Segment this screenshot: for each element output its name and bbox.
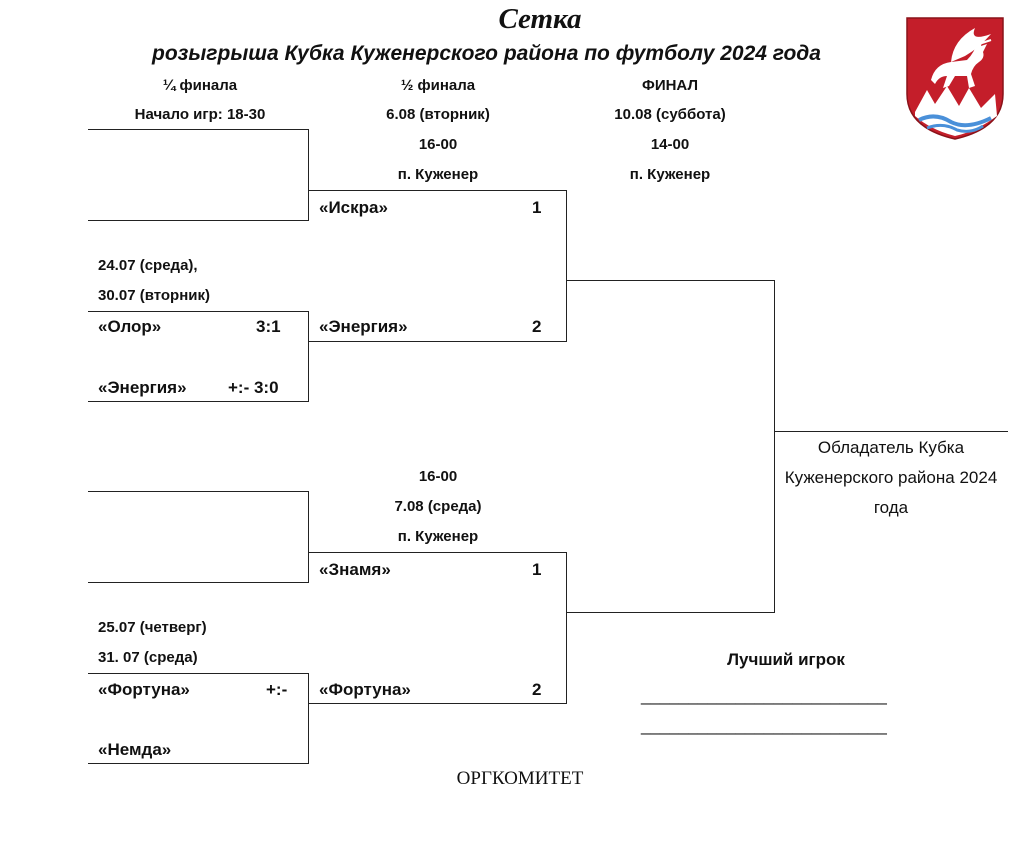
semi-bottom-team-1: «Знамя» [319,560,391,579]
quarterfinal-label: ¼ финала [162,77,238,94]
semi-bottom-time: 16-00 [418,468,458,485]
qf-bottom-date-1: 25.07 (четверг) [98,619,207,636]
coat-of-arms-icon [905,16,1005,141]
organizing-committee-label: ОРГКОМИТЕТ [456,768,584,789]
qf-bottom-score-1: +:- [266,680,288,699]
qf-top-team-2: «Энергия» [98,378,187,397]
qf-bottom-team-1: «Фортуна» [98,680,190,699]
semi-top-team-2: «Энергия» [319,317,408,336]
best-player-blank-line-1: __________________________ [641,686,887,705]
bracket-line [566,280,775,281]
bracket-line [566,190,567,342]
qf-top-score-2: +:- 3:0 [228,378,279,397]
bracket-line [309,190,567,191]
semi-bottom-seed-1: 1 [532,560,542,579]
qf-bottom-date-2: 31. 07 (среда) [98,649,198,666]
best-player-blank-line-2: __________________________ [641,716,887,735]
bracket-line [775,431,1008,432]
bracket-line [308,491,309,583]
qf-top-team-1: «Олор» [98,317,162,336]
bracket-line [566,612,775,613]
bracket-line [88,311,309,312]
cup-winner-caption: Обладатель Кубка Куженерского района 202… [784,438,998,517]
quarterfinal-start-time: Начало игр: 18-30 [134,106,266,123]
qf-top-date-1: 24.07 (среда), [98,257,198,274]
bracket-line [309,552,567,553]
page-subtitle: розыгрыша Кубка Куженерского района по ф… [152,42,821,65]
bracket-line [88,491,309,492]
bracket-line [308,129,309,221]
semifinal-time: 16-00 [418,136,458,153]
semifinal-date: 6.08 (вторник) [386,106,490,123]
best-player-label: Лучший игрок [727,650,845,669]
semi-top-team-1: «Искра» [319,198,388,217]
final-label: ФИНАЛ [642,77,698,94]
bracket-line [88,220,309,221]
bracket-line [88,582,309,583]
qf-bottom-team-2: «Немда» [98,740,172,759]
bracket-line [309,341,567,342]
semi-bottom-team-2: «Фортуна» [319,680,411,699]
bracket-line [774,280,775,613]
qf-top-score-1: 3:1 [256,317,281,336]
page-title: Сетка [498,3,582,35]
bracket-line [88,129,309,130]
bracket-line [88,401,309,402]
semi-bottom-date: 7.08 (среда) [394,498,482,515]
final-place: п. Куженер [629,166,711,183]
bracket-line [308,673,309,764]
semi-bottom-place: п. Куженер [397,528,479,545]
bracket-line [308,311,309,402]
semi-top-seed-1: 1 [532,198,542,217]
qf-top-date-2: 30.07 (вторник) [98,287,210,304]
final-time: 14-00 [650,136,690,153]
semi-bottom-seed-2: 2 [532,680,542,699]
bracket-line [88,763,309,764]
bracket-line [88,673,309,674]
bracket-line [309,703,567,704]
final-date: 10.08 (суббота) [614,106,726,123]
semi-top-seed-2: 2 [532,317,542,336]
bracket-line [566,552,567,704]
semifinal-place: п. Куженер [397,166,479,183]
semifinal-label: ½ финала [400,77,476,94]
